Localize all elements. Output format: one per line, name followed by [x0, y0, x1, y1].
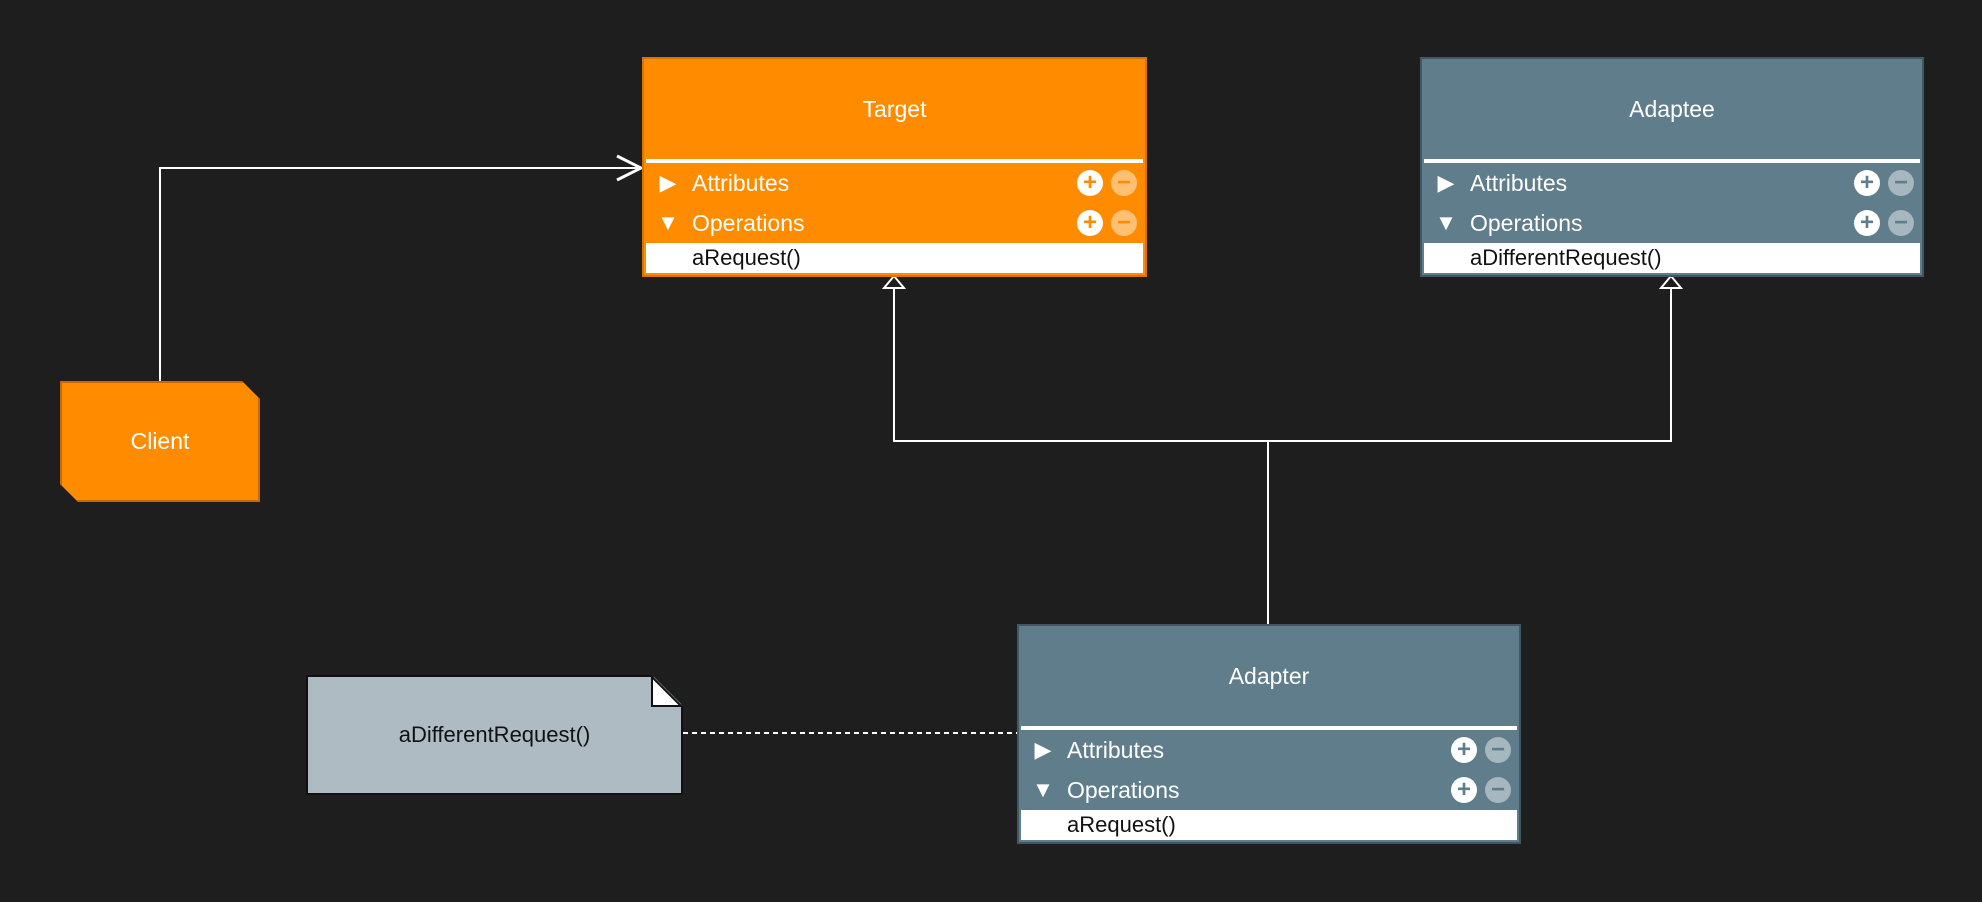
adapter-target-edge[interactable]	[893, 287, 1269, 624]
client-target-arrowhead	[616, 154, 645, 182]
expand-icon[interactable]: ▶	[1437, 170, 1455, 195]
adapter-operations-label: Operations	[1067, 776, 1180, 803]
add-attribute-icon[interactable]: +	[1077, 170, 1103, 196]
target-operations-label: Operations	[692, 209, 805, 236]
adapter-class-name[interactable]: Adapter	[1228, 662, 1310, 689]
remove-operation-icon[interactable]: −	[1111, 210, 1137, 236]
expand-icon[interactable]: ▶	[1034, 737, 1052, 762]
collapse-icon[interactable]: ▼	[1435, 210, 1457, 235]
adaptee-operations-section[interactable]: ▼ Operations + −	[1422, 203, 1922, 243]
collapse-icon[interactable]: ▼	[1032, 777, 1054, 802]
adapter-operations-section[interactable]: ▼ Operations + −	[1019, 770, 1519, 810]
client-label: Client	[130, 428, 190, 454]
add-operation-icon[interactable]: +	[1451, 777, 1477, 803]
target-class-name[interactable]: Target	[862, 95, 927, 122]
note-text: aDifferentRequest()	[398, 722, 591, 747]
target-divider	[646, 159, 1143, 163]
remove-attribute-icon[interactable]: −	[1888, 170, 1914, 196]
adapter-operation-item[interactable]: aRequest()	[1021, 810, 1517, 840]
client-target-edge[interactable]	[159, 167, 640, 381]
target-inheritance-arrowhead	[881, 274, 907, 289]
target-operations-section[interactable]: ▼ Operations + −	[644, 203, 1145, 243]
adaptee-inheritance-arrowhead	[1658, 274, 1684, 289]
target-operation-item[interactable]: aRequest()	[646, 243, 1143, 273]
client-node[interactable]: Client	[60, 381, 260, 502]
adaptee-attributes-label: Attributes	[1470, 169, 1568, 196]
adaptee-operation-item[interactable]: aDifferentRequest()	[1424, 243, 1920, 273]
target-attributes-section[interactable]: ▶ Attributes + −	[644, 163, 1145, 203]
adaptee-class-name[interactable]: Adaptee	[1629, 95, 1715, 122]
add-operation-icon[interactable]: +	[1077, 210, 1103, 236]
adapter-adaptee-edge[interactable]	[1268, 287, 1672, 442]
adaptee-divider	[1424, 159, 1920, 163]
adaptee-class[interactable]: Adaptee ▶ Attributes + − ▼ Operations + …	[1420, 57, 1924, 277]
adapter-class[interactable]: Adapter ▶ Attributes + − ▼ Operations + …	[1017, 624, 1521, 844]
remove-attribute-icon[interactable]: −	[1111, 170, 1137, 196]
target-class[interactable]: Target ▶ Attributes + − ▼ Operations + −…	[642, 57, 1147, 277]
remove-operation-icon[interactable]: −	[1888, 210, 1914, 236]
note-node[interactable]: aDifferentRequest()	[306, 675, 683, 795]
add-attribute-icon[interactable]: +	[1451, 737, 1477, 763]
collapse-icon[interactable]: ▼	[657, 210, 679, 235]
adaptee-attributes-section[interactable]: ▶ Attributes + −	[1422, 163, 1922, 203]
note-fold-corner	[651, 675, 683, 707]
remove-attribute-icon[interactable]: −	[1485, 737, 1511, 763]
add-operation-icon[interactable]: +	[1854, 210, 1880, 236]
target-attributes-label: Attributes	[692, 169, 790, 196]
remove-operation-icon[interactable]: −	[1485, 777, 1511, 803]
adapter-attributes-section[interactable]: ▶ Attributes + −	[1019, 730, 1519, 770]
adapter-divider	[1021, 726, 1517, 730]
adaptee-operations-label: Operations	[1470, 209, 1583, 236]
add-attribute-icon[interactable]: +	[1854, 170, 1880, 196]
adapter-attributes-label: Attributes	[1067, 736, 1165, 763]
expand-icon[interactable]: ▶	[659, 170, 677, 195]
